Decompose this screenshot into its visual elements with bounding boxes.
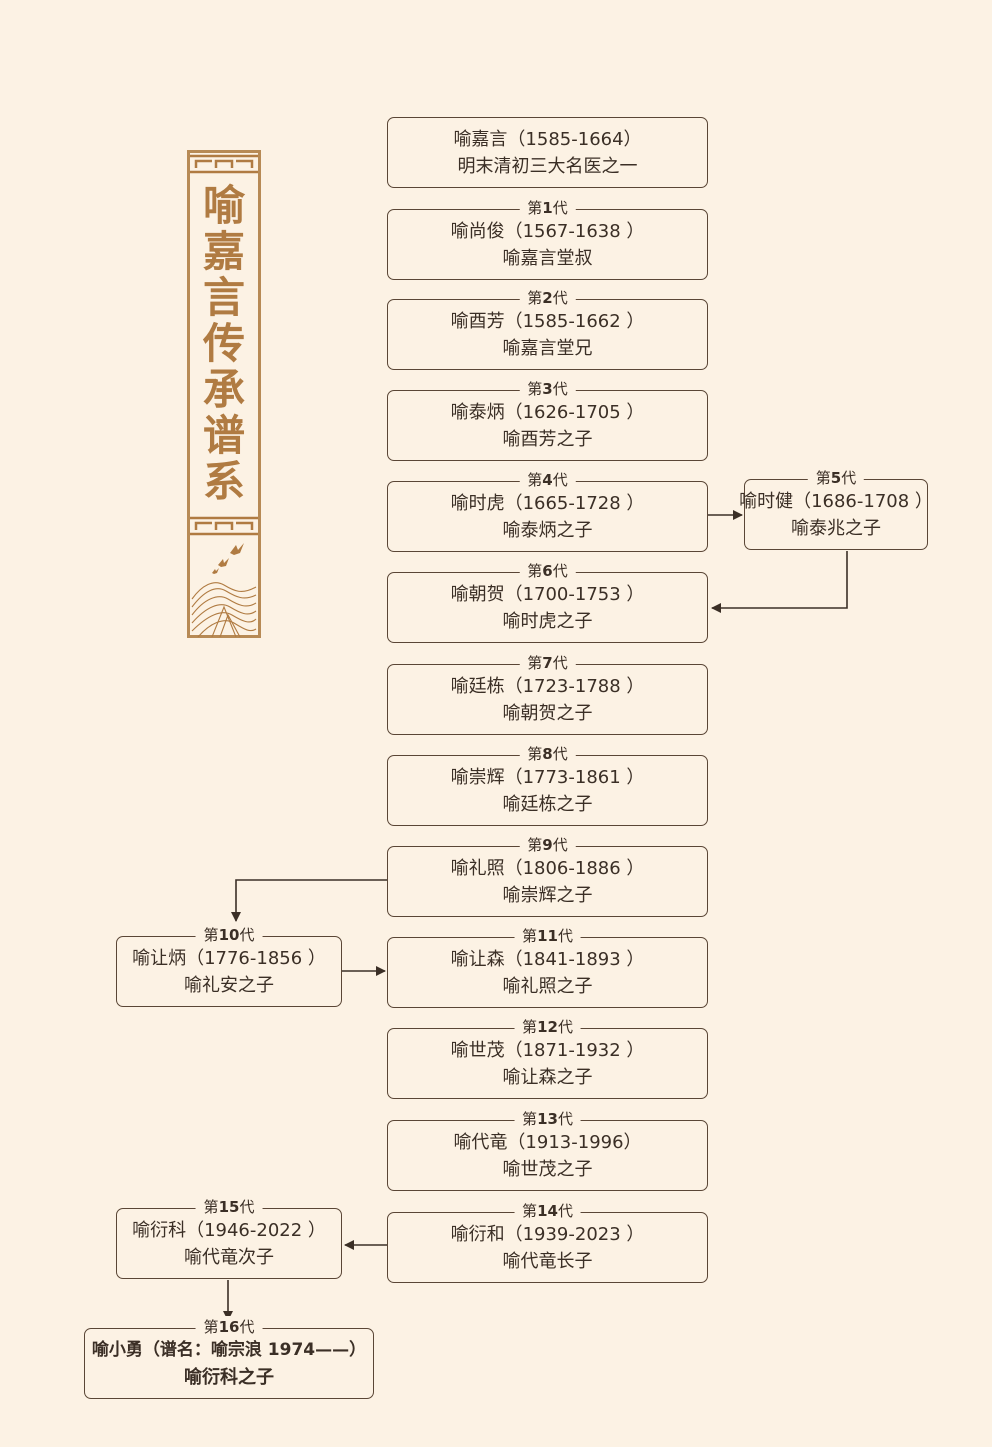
node-relation: 喻朝贺之子	[502, 702, 593, 724]
node-name-dates: 喻崇辉（1773-1861 ）	[450, 766, 645, 788]
node-generation-13: 第13代 喻代竜（1913-1996） 喻世茂之子	[387, 1108, 708, 1191]
node-name-dates: 喻世茂（1871-1932 ）	[450, 1039, 645, 1061]
node-generation-10: 第10代 喻让炳（1776-1856 ） 喻礼安之子	[116, 924, 342, 1007]
node-name-dates: 喻代竜（1913-1996）	[453, 1131, 642, 1153]
generation-label: 第9代	[519, 834, 576, 856]
node-name-dates: 喻礼照（1806-1886 ）	[450, 857, 645, 879]
fret-ornament-bottom	[190, 516, 258, 536]
node-relation: 喻让森之子	[502, 1066, 593, 1088]
arrow-g5-to-g6	[711, 551, 848, 613]
node-generation-11: 第11代 喻让森（1841-1893 ） 喻礼照之子	[387, 925, 708, 1008]
title-char: 言	[202, 273, 245, 322]
node-generation-2: 第2代 喻酉芳（1585-1662 ） 喻嘉言堂兄	[387, 287, 708, 370]
generation-label: 第10代	[195, 924, 263, 946]
node-generation-7: 第7代 喻廷栋（1723-1788 ） 喻朝贺之子	[387, 652, 708, 735]
title-char: 喻	[202, 181, 245, 230]
node-name-dates: 喻让炳（1776-1856 ）	[132, 947, 326, 969]
title-char: 谱	[202, 411, 245, 460]
node-relation: 喻酉芳之子	[502, 428, 593, 450]
node-root: 喻嘉言（1585-1664） 明末清初三大名医之一	[387, 117, 708, 188]
node-relation: 喻泰炳之子	[502, 519, 593, 541]
generation-label: 第4代	[519, 469, 576, 491]
title-char: 承	[202, 365, 245, 414]
title-banner: 喻 嘉 言 传 承 谱 系	[187, 150, 261, 638]
generation-label: 第8代	[519, 743, 576, 765]
node-relation: 喻礼安之子	[184, 974, 274, 996]
generation-label: 第2代	[519, 287, 576, 309]
node-generation-1: 第1代 喻尚俊（1567-1638 ） 喻嘉言堂叔	[387, 197, 708, 280]
fret-ornament-top	[190, 154, 258, 174]
title-char: 系	[202, 457, 245, 506]
node-relation: 喻礼照之子	[502, 975, 593, 997]
generation-label: 第16代	[195, 1316, 263, 1338]
node-name-dates: 喻酉芳（1585-1662 ）	[450, 310, 645, 332]
node-name-dates: 喻小勇（谱名：喻宗浪 1974——）	[91, 1339, 367, 1360]
node-relation: 明末清初三大名医之一	[457, 155, 638, 177]
mountain-cranes-illustration	[191, 543, 257, 637]
node-generation-5: 第5代 喻时健（1686-1708 ） 喻泰兆之子	[739, 467, 933, 550]
node-generation-9: 第9代 喻礼照（1806-1886 ） 喻崇辉之子	[387, 834, 708, 917]
generation-label: 第7代	[519, 652, 576, 674]
node-generation-8: 第8代 喻崇辉（1773-1861 ） 喻廷栋之子	[387, 743, 708, 826]
node-relation: 喻代竜长子	[502, 1250, 593, 1272]
node-generation-14: 第14代 喻衍和（1939-2023 ） 喻代竜长子	[387, 1200, 708, 1283]
node-relation: 喻代竜次子	[184, 1246, 274, 1268]
node-name-dates: 喻嘉言（1585-1664）	[453, 128, 642, 150]
node-name-dates: 喻尚俊（1567-1638 ）	[450, 220, 645, 242]
node-generation-3: 第3代 喻泰炳（1626-1705 ） 喻酉芳之子	[387, 378, 708, 461]
node-relation: 喻嘉言堂叔	[502, 247, 593, 269]
node-name-dates: 喻朝贺（1700-1753 ）	[450, 583, 645, 605]
node-relation: 喻廷栋之子	[502, 793, 593, 815]
node-relation: 喻世茂之子	[502, 1158, 593, 1180]
node-generation-6: 第6代 喻朝贺（1700-1753 ） 喻时虎之子	[387, 560, 708, 643]
generation-label: 第15代	[195, 1196, 263, 1218]
node-relation: 喻泰兆之子	[791, 517, 881, 539]
node-name-dates: 喻廷栋（1723-1788 ）	[450, 675, 645, 697]
node-name-dates: 喻时虎（1665-1728 ）	[450, 492, 645, 514]
node-name-dates: 喻时健（1686-1708 ）	[739, 490, 933, 512]
node-name-dates: 喻衍和（1939-2023 ）	[450, 1223, 645, 1245]
generation-label: 第1代	[519, 197, 576, 219]
arrow-g9-to-g10	[231, 879, 387, 922]
node-name-dates: 喻泰炳（1626-1705 ）	[450, 401, 645, 423]
node-generation-15: 第15代 喻衍科（1946-2022 ） 喻代竜次子	[116, 1196, 342, 1279]
generation-label: 第13代	[514, 1108, 581, 1130]
generation-label: 第3代	[519, 378, 576, 400]
node-generation-12: 第12代 喻世茂（1871-1932 ） 喻让森之子	[387, 1016, 708, 1099]
node-name-dates: 喻衍科（1946-2022 ）	[132, 1219, 326, 1241]
title-char: 嘉	[202, 227, 245, 276]
node-relation: 喻时虎之子	[502, 610, 593, 632]
generation-label: 第12代	[514, 1016, 581, 1038]
node-relation: 喻衍科之子	[184, 1366, 274, 1388]
generation-label: 第5代	[807, 467, 865, 489]
node-name-dates: 喻让森（1841-1893 ）	[450, 948, 645, 970]
title-char: 传	[202, 319, 245, 368]
node-relation: 喻嘉言堂兄	[502, 337, 593, 359]
generation-label: 第11代	[514, 925, 581, 947]
node-generation-4: 第4代 喻时虎（1665-1728 ） 喻泰炳之子	[387, 469, 708, 552]
banner-title: 喻 嘉 言 传 承 谱 系	[190, 183, 258, 505]
generation-label: 第6代	[519, 560, 576, 582]
node-relation: 喻崇辉之子	[502, 884, 593, 906]
generation-label: 第14代	[514, 1200, 581, 1222]
node-generation-16: 第16代 喻小勇（谱名：喻宗浪 1974——） 喻衍科之子	[84, 1316, 374, 1399]
